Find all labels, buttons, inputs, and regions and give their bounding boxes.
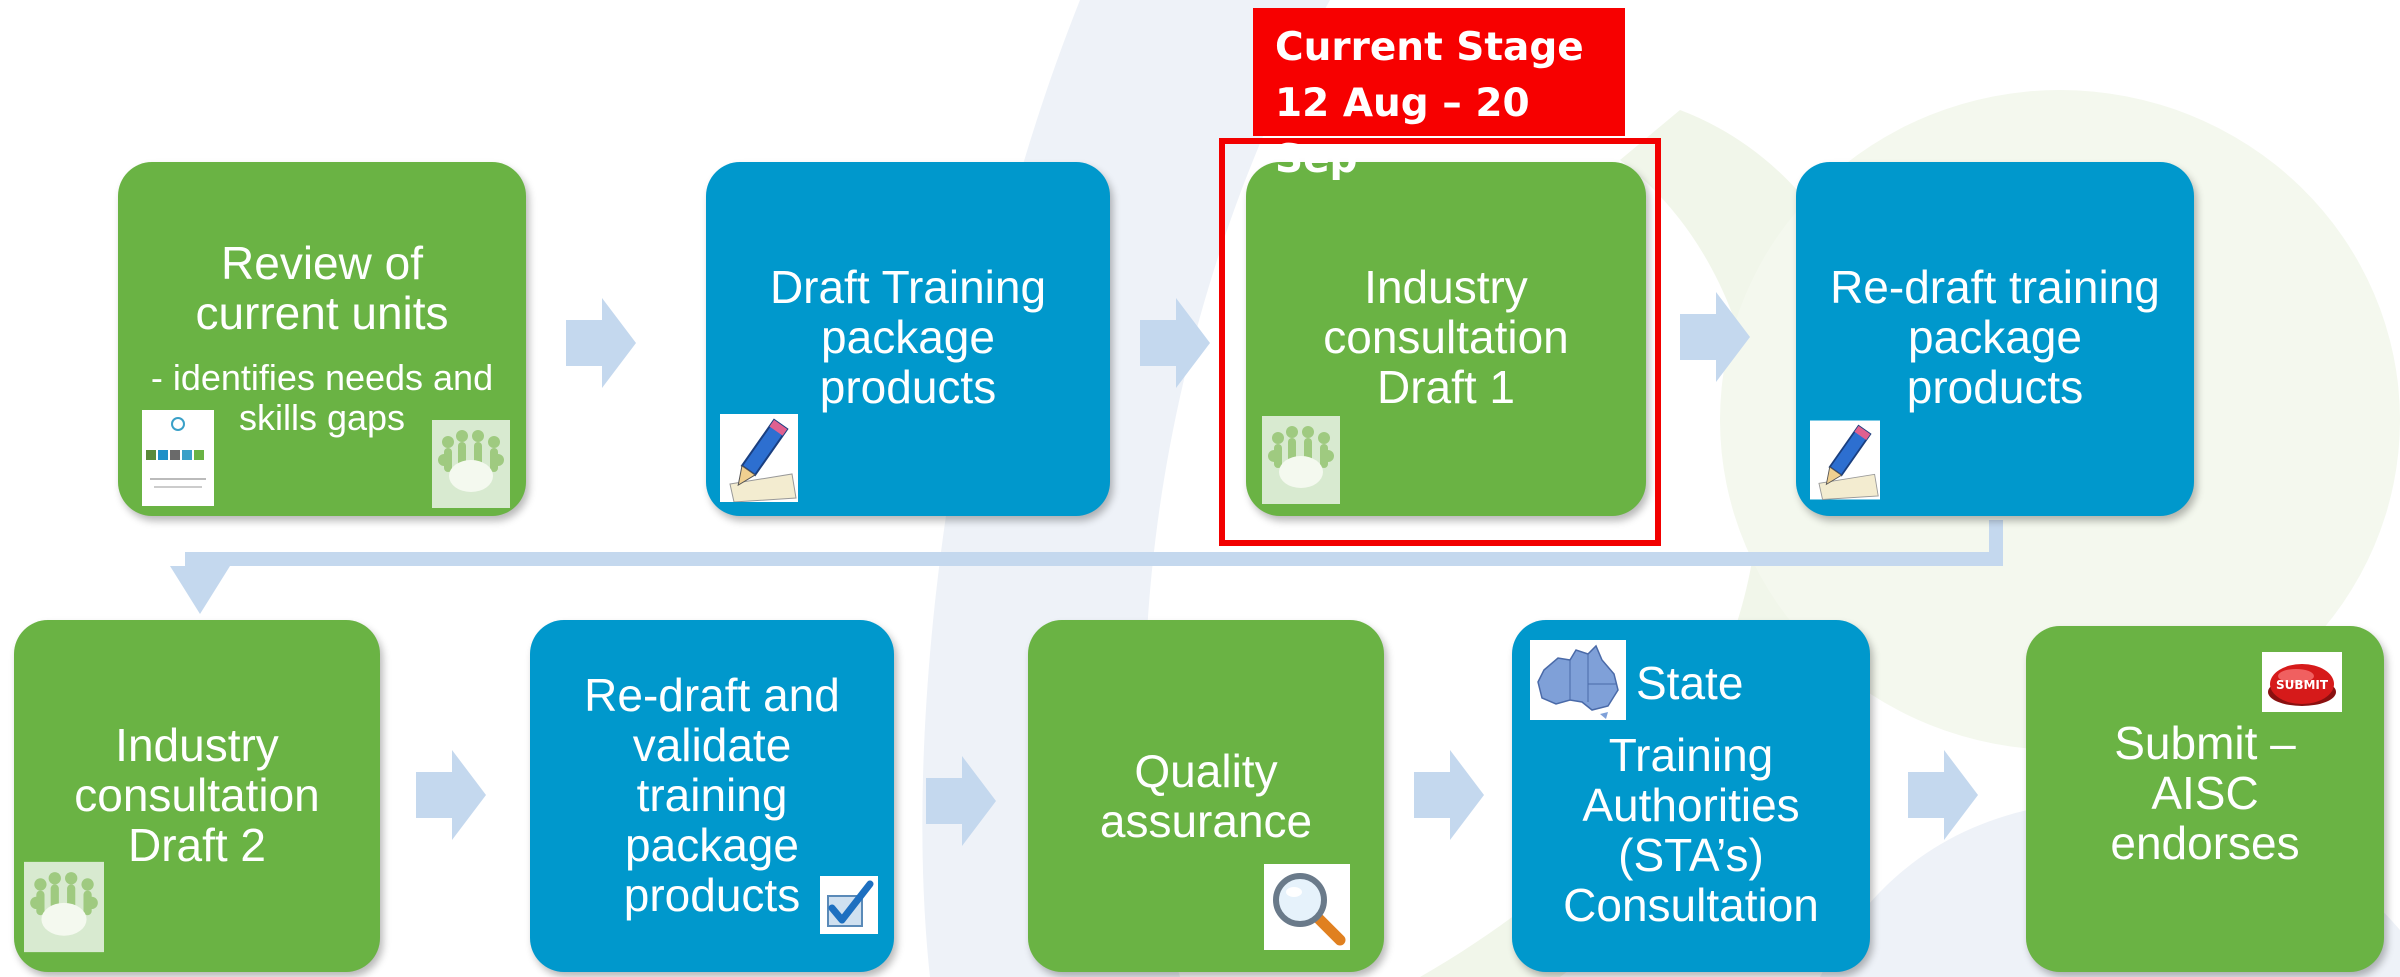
flow-arrow (1908, 750, 1978, 840)
step-review-current-units: Review of current units - identifies nee… (118, 162, 526, 516)
flow-arrow (1680, 292, 1750, 382)
svg-text:SUBMIT: SUBMIT (2276, 678, 2329, 692)
step-title: Quality assurance (1099, 745, 1313, 847)
step-title: Draft Training package products (769, 261, 1047, 413)
step-industry-consultation-draft-2: Industry consultation Draft 2 (14, 620, 380, 972)
flow-arrow (926, 756, 996, 846)
step-title: Review of current units (195, 237, 449, 339)
document-thumbnail-icon (142, 410, 214, 506)
australia-map-icon (1530, 640, 1626, 720)
step-title-first: State (1636, 657, 1744, 709)
step-submit-aisc-endorses: Submit – AISC endorses SUBMIT (2026, 626, 2384, 972)
step-title: Training Authorities (STA’s) Consultatio… (1563, 729, 1819, 931)
current-stage-banner: Current Stage 12 Aug – 20 Sep (1253, 8, 1625, 182)
pencil-paper-icon (720, 414, 798, 503)
step-title: Submit – AISC endorses (2110, 717, 2300, 869)
connector-arrowhead (170, 566, 230, 614)
current-stage-frame (1219, 138, 1661, 546)
submit-button-icon: SUBMIT (2262, 652, 2342, 712)
step-re-draft-training-package: Re-draft training package products (1796, 162, 2194, 516)
step-title: Re-draft and validate training package p… (584, 669, 840, 921)
flow-arrow (416, 750, 486, 840)
people-group-icon (432, 420, 510, 508)
checkbox-icon (820, 876, 878, 934)
step-title: Industry consultation Draft 2 (74, 719, 320, 871)
flow-arrow (1414, 750, 1484, 840)
step-title: Industry consultation Draft 1 (1323, 261, 1569, 413)
step-re-draft-and-validate: Re-draft and validate training package p… (530, 620, 894, 972)
flow-arrow (1140, 298, 1210, 388)
step-state-training-authorities: State Training Authorities (STA’s) Consu… (1512, 620, 1870, 972)
step-title: Re-draft training package products (1830, 261, 2160, 413)
step-quality-assurance: Quality assurance (1028, 620, 1384, 972)
step-subtitle: - identifies needs and skills gaps (150, 357, 494, 438)
people-group-icon (24, 856, 104, 958)
pencil-paper-icon (1810, 418, 1880, 502)
step-draft-training-package: Draft Training package products (706, 162, 1110, 516)
magnifier-icon (1264, 864, 1350, 950)
people-group-icon (1262, 414, 1340, 506)
connector-line (185, 552, 2003, 566)
flow-arrow (566, 298, 636, 388)
step-industry-consultation-draft-1: Industry consultation Draft 1 (1246, 162, 1646, 516)
